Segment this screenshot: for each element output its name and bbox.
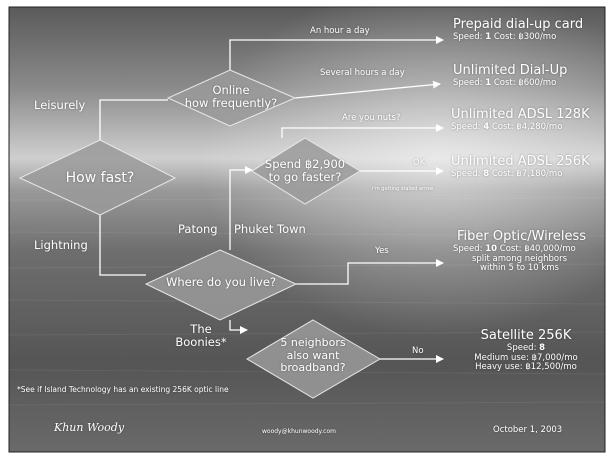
edge-nuts <box>281 124 444 138</box>
diamond-neighbors <box>246 319 381 399</box>
neighbors-question-line1: 5 neighbors <box>280 336 346 349</box>
outcome-adsl256-speed-label: Speed: <box>451 168 481 179</box>
date: October 1, 2003 <box>493 425 563 435</box>
outcome-prepaid-cost: Cost: ฿300/mo <box>493 31 557 42</box>
outcome-satellite-speed-label: Speed: <box>506 342 537 353</box>
diamond-spend <box>251 137 361 205</box>
outcome-adsl128-cost: Cost: ฿4,280/mo <box>491 121 563 132</box>
footnote: *See if Island Technology has an existin… <box>17 385 229 394</box>
outcome-adsl128-title: Unlimited ADSL 128K <box>451 107 590 122</box>
neighbors-question: 5 neighbors also want broadband? <box>280 336 346 375</box>
edge-several <box>294 80 441 99</box>
edge-label-ok: OK <box>413 158 426 168</box>
edge-label-phuket: Phuket Town <box>234 222 306 236</box>
diamond-online <box>166 69 297 127</box>
outcome-prepaid: Prepaid dial-up card Speed: 1 Cost: ฿300… <box>453 17 584 43</box>
outcome-adsl128-speed: 4 <box>483 121 490 132</box>
outcome-prepaid-title: Prepaid dial-up card <box>453 17 584 32</box>
outcome-fiber-speed: 10 <box>485 243 498 254</box>
outcome-unlimited-dialup-speed: 1 <box>485 77 492 88</box>
outcome-prepaid-speed-label: Speed: <box>453 31 483 42</box>
edge-label-hour: An hour a day <box>310 26 370 36</box>
outcome-unlimited-dialup-speed-label: Speed: <box>453 77 483 88</box>
outcome-unlimited-dialup: Unlimited Dial-Up Speed: 1 Cost: ฿600/mo <box>453 63 568 89</box>
outcome-fiber-note2: within 5 to 10 kms <box>480 263 559 274</box>
diamond-where <box>144 249 298 321</box>
outcome-satellite: Satellite 256K Speed: 8 Medium use: ฿7,0… <box>474 328 578 373</box>
online-question-line2: how frequently? <box>184 96 278 111</box>
edge-hour <box>229 36 444 70</box>
edge-label-boonies-line1: The <box>190 322 212 336</box>
outcome-adsl128-speed-label: Speed: <box>451 121 481 132</box>
outcome-fiber-title: Fiber Optic/Wireless <box>457 229 586 244</box>
edge-label-several: Several hours a day <box>320 68 405 78</box>
outcome-fiber-note1: split among neighbors <box>471 253 568 264</box>
outcome-adsl256-speed: 8 <box>483 168 490 179</box>
edge-label-no: No <box>412 346 424 356</box>
edge-phuket <box>229 166 253 250</box>
edge-label-boonies-line2: Boonies* <box>175 335 227 350</box>
outcome-adsl128: Unlimited ADSL 128K Speed: 4 Cost: ฿4,28… <box>451 107 590 133</box>
outcome-prepaid-speed: 1 <box>485 31 492 42</box>
outcome-fiber-speed-label: Speed: <box>453 243 483 254</box>
outcome-satellite-medium: Medium use: ฿7,000/mo <box>474 352 578 363</box>
outcome-unlimited-dialup-cost: Cost: ฿600/mo <box>493 77 557 88</box>
edge-boonies <box>229 320 248 334</box>
decision-shapes <box>18 69 381 399</box>
neighbors-question-line3: broadband? <box>280 361 346 375</box>
outcome-satellite-title: Satellite 256K <box>480 328 572 343</box>
outcome-adsl256: Unlimited ADSL 256K Speed: 8 Cost: ฿7,18… <box>451 154 590 180</box>
edge-label-nuts: Are you nuts? <box>342 113 401 123</box>
connectors <box>99 36 444 363</box>
edge-lightning <box>99 215 146 276</box>
outcome-adsl256-cost: Cost: ฿7,180/mo <box>491 168 563 179</box>
signature: Khun Woody <box>54 421 125 434</box>
spend-question: Spend ฿2,900 to go faster? <box>264 157 346 185</box>
how-fast-question: How fast? <box>65 170 135 186</box>
where-question: Where do you live? <box>165 275 277 289</box>
online-question: Online how frequently? <box>184 83 278 111</box>
edge-leisurely <box>99 99 168 140</box>
neighbors-question-line2: also want <box>286 348 340 362</box>
spend-question-line2: to go faster? <box>268 170 342 185</box>
edge-yes <box>296 259 444 285</box>
edge-label-lightning: Lightning <box>34 238 88 252</box>
outcome-unlimited-dialup-title: Unlimited Dial-Up <box>453 63 568 78</box>
edge-label-leisurely: Leisurely <box>34 98 86 112</box>
edge-label-yes: Yes <box>375 246 389 256</box>
diamond-how-fast <box>18 139 177 216</box>
outcome-fiber: Fiber Optic/Wireless Speed: 10 Cost: ฿40… <box>453 229 586 274</box>
outcome-satellite-speed: 8 <box>539 342 546 353</box>
outcome-fiber-cost: Cost: ฿40,000/mo <box>499 243 576 254</box>
edge-label-patong: Patong <box>178 222 218 236</box>
spend-question-line1: Spend ฿2,900 <box>264 157 346 171</box>
edge-label-boonies: The Boonies* <box>175 322 227 350</box>
outcome-adsl256-title: Unlimited ADSL 256K <box>451 154 590 169</box>
email: woody@khunwoody.com <box>262 428 336 435</box>
edge-label-ok-note: I'm getting stalled arrow <box>372 186 434 192</box>
outcome-satellite-heavy: Heavy use: ฿12,500/mo <box>475 362 577 373</box>
online-question-line1: Online <box>212 83 250 97</box>
